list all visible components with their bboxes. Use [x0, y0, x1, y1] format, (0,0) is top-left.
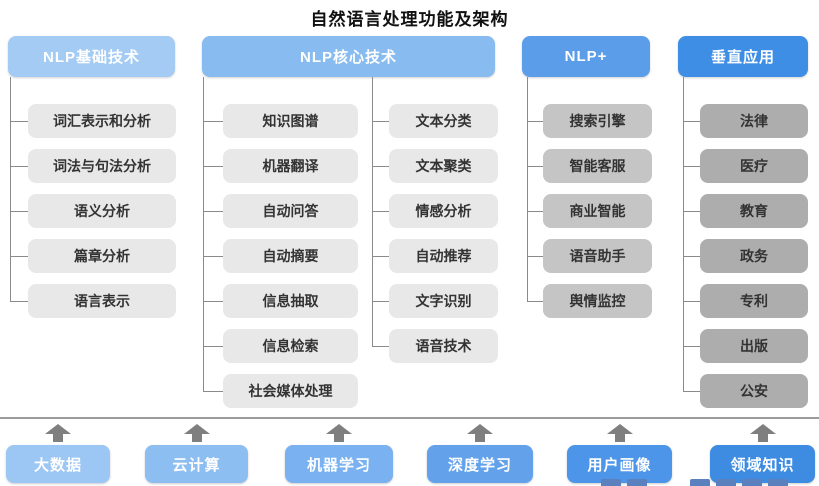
- foundation-box-big-data: 大数据: [6, 445, 110, 483]
- diagram-node: 语音助手: [527, 239, 652, 273]
- diagram-node: 情感分析: [372, 194, 498, 228]
- diagram-node: 语义分析: [10, 194, 176, 228]
- connector-line: [10, 77, 11, 301]
- diagram-node: 信息抽取: [203, 284, 358, 318]
- diagram-node: 语言表示: [10, 284, 176, 318]
- diagram-node: 篇章分析: [10, 239, 176, 273]
- diagram-node: 自动问答: [203, 194, 358, 228]
- up-arrow-icon: [184, 424, 210, 442]
- connector-line: [203, 77, 204, 391]
- diagram-node: 教育: [683, 194, 808, 228]
- up-arrow-icon: [326, 424, 352, 442]
- column-vertical-apps-items: 法律 医疗 教育 政务 专利 出版 公安: [683, 104, 808, 408]
- foundation-box-domain-knowledge: 领域知识: [710, 445, 815, 483]
- up-arrow-icon: [45, 424, 71, 442]
- diagram-node: 医疗: [683, 149, 808, 183]
- up-arrow-icon: [607, 424, 633, 442]
- diagram-node: 商业智能: [527, 194, 652, 228]
- diagram-node: 文本聚类: [372, 149, 498, 183]
- diagram-node: 机器翻译: [203, 149, 358, 183]
- diagram-node: 自动摘要: [203, 239, 358, 273]
- diagram-node: 自动推荐: [372, 239, 498, 273]
- column-header-nlp-basic: NLP基础技术: [8, 36, 175, 77]
- diagram-node: 出版: [683, 329, 808, 363]
- column-header-vertical-apps: 垂直应用: [678, 36, 808, 77]
- diagram-node: 信息检索: [203, 329, 358, 363]
- diagram-node: 法律: [683, 104, 808, 138]
- diagram-node: 搜索引擎: [527, 104, 652, 138]
- foundation-box-machine-learning: 机器学习: [285, 445, 393, 483]
- column-nlp-plus-items: 搜索引擎 智能客服 商业智能 语音助手 舆情监控: [527, 104, 652, 318]
- foundation-box-deep-learning: 深度学习: [427, 445, 533, 483]
- diagram-node: 公安: [683, 374, 808, 408]
- diagram-node: 社会媒体处理: [203, 374, 358, 408]
- diagram-title: 自然语言处理功能及架构: [310, 10, 509, 29]
- connector-line: [683, 77, 684, 391]
- diagram-node: 词汇表示和分析: [10, 104, 176, 138]
- watermark-fragment: [601, 479, 647, 486]
- column-header-nlp-plus: NLP+: [522, 36, 650, 77]
- foundation-box-cloud-computing: 云计算: [145, 445, 248, 483]
- diagram-node: 文字识别: [372, 284, 498, 318]
- diagram-node: 文本分类: [372, 104, 498, 138]
- diagram-node: 舆情监控: [527, 284, 652, 318]
- column-nlp-core-right-items: 文本分类 文本聚类 情感分析 自动推荐 文字识别 语音技术: [372, 104, 498, 363]
- divider-line: [0, 417, 819, 419]
- foundation-box-user-profile: 用户画像: [567, 445, 672, 483]
- connector-line: [527, 77, 528, 301]
- column-nlp-core-left-items: 知识图谱 机器翻译 自动问答 自动摘要 信息抽取 信息检索 社会媒体处理: [203, 104, 358, 408]
- column-nlp-basic-items: 词汇表示和分析 词法与句法分析 语义分析 篇章分析 语言表示: [10, 104, 176, 318]
- diagram-node: 专利: [683, 284, 808, 318]
- diagram-node: 语音技术: [372, 329, 498, 363]
- diagram-node: 政务: [683, 239, 808, 273]
- diagram-node: 智能客服: [527, 149, 652, 183]
- up-arrow-icon: [750, 424, 776, 442]
- column-header-nlp-core: NLP核心技术: [202, 36, 495, 77]
- diagram-node: 词法与句法分析: [10, 149, 176, 183]
- watermark-fragment: [690, 479, 788, 486]
- up-arrow-icon: [467, 424, 493, 442]
- diagram-node: 知识图谱: [203, 104, 358, 138]
